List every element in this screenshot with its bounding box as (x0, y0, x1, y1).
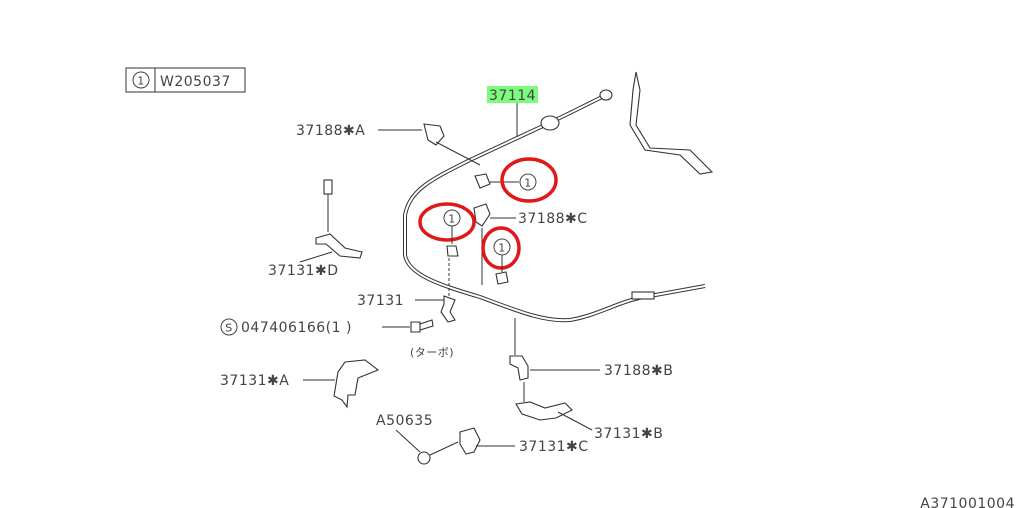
part-label-37131b[interactable]: 37131✱B (594, 426, 663, 442)
circled-one-icon (132, 71, 150, 89)
screw-icon (417, 451, 431, 465)
bracket-37131a (333, 359, 380, 409)
part-label-a50635[interactable]: A50635 (376, 413, 433, 429)
bracket-37131 (440, 295, 456, 323)
part-label-37188b[interactable]: 37188✱B (604, 363, 673, 379)
bracket-37131b (515, 401, 573, 421)
svg-text:1: 1 (137, 75, 145, 88)
clip-37188b (509, 355, 529, 381)
clip-37188a (423, 123, 445, 146)
callout-ring (500, 157, 558, 203)
bolt-icon (323, 179, 333, 195)
callout-ring (481, 226, 521, 270)
bracket-37131c (459, 427, 481, 455)
turbo-note: (ターボ) (410, 346, 454, 359)
legend-code: W205037 (160, 74, 231, 90)
svg-text:1: 1 (524, 177, 532, 190)
part-label-37131d[interactable]: 37131✱D (268, 263, 339, 279)
part-label-37131c[interactable]: 37131✱C (519, 439, 589, 455)
brake-pedal (629, 71, 714, 175)
callout-ring (418, 202, 476, 242)
clip-37188c (473, 203, 491, 227)
figure-id: A371001004 (920, 496, 1015, 508)
svg-text:1: 1 (498, 242, 506, 255)
part-label-screw[interactable]: 047406166(1 ) (241, 320, 352, 336)
svg-text:S: S (225, 322, 232, 335)
part-label-37188a[interactable]: 37188✱A (296, 123, 365, 139)
highlight-box (487, 86, 538, 103)
screw-icon (410, 319, 434, 333)
legend-box: 1 W205037 (125, 67, 246, 93)
part-label-37188c[interactable]: 37188✱C (518, 211, 588, 227)
parking-brake-cable (403, 71, 714, 323)
s-symbol-icon (220, 318, 238, 336)
svg-text:1: 1 (448, 213, 456, 226)
bracket-37131d (315, 233, 363, 259)
part-label-37131[interactable]: 37131 (357, 293, 404, 309)
part-label-37131a[interactable]: 37131✱A (220, 373, 289, 389)
part-label-37114[interactable]: 37114 (489, 88, 536, 104)
